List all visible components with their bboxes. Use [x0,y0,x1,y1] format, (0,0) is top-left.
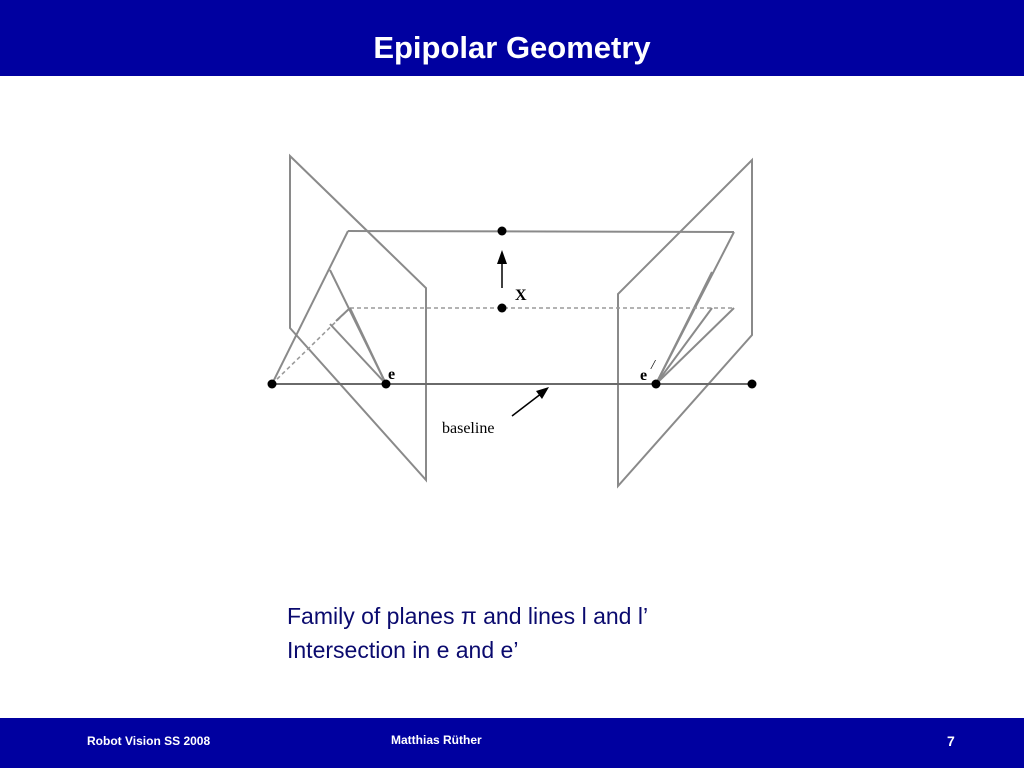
epipolar-line-right-mid [655,307,713,385]
baseline-arrow-shaft [511,392,543,417]
label-e-right: e [640,367,647,384]
world-point-mid [497,303,507,313]
mid-plane-edge-left-solid [335,307,351,322]
label-x: X [515,287,527,304]
caption: Family of planes π and lines l and l’ In… [287,599,648,667]
baseline-arrow-head [536,387,549,399]
world-point-top [497,226,507,236]
page-number: 7 [947,733,955,749]
epipolar-line-left-mid-2 [349,307,387,385]
left-image-plane [289,153,427,483]
camera-center-right [747,379,757,389]
epipole-right [651,379,661,389]
label-baseline: baseline [442,420,494,437]
epipolar-line-left-mid [329,323,387,385]
label-e-left: e [388,366,395,383]
slide-title: Epipolar Geometry [373,30,651,65]
epipole-left [381,379,391,389]
top-plane-edge-top [347,230,735,233]
caption-line-1: Family of planes π and lines l and l’ [287,603,649,629]
mid-plane-edge-right [655,307,735,385]
footer-author: Matthias Rüther [391,733,482,747]
caption-line-2: Intersection in e and e’ [287,637,519,663]
label-e-right-prime: / [650,358,656,373]
top-plane-edge-left [271,230,349,385]
header-bar [0,0,1024,76]
footer-bar [0,718,1024,768]
x-arrow-head [497,250,507,264]
right-image-plane [617,157,753,489]
camera-center-left [267,379,277,389]
epipolar-line-right-top [655,271,713,385]
footer-course: Robot Vision SS 2008 [87,734,211,748]
